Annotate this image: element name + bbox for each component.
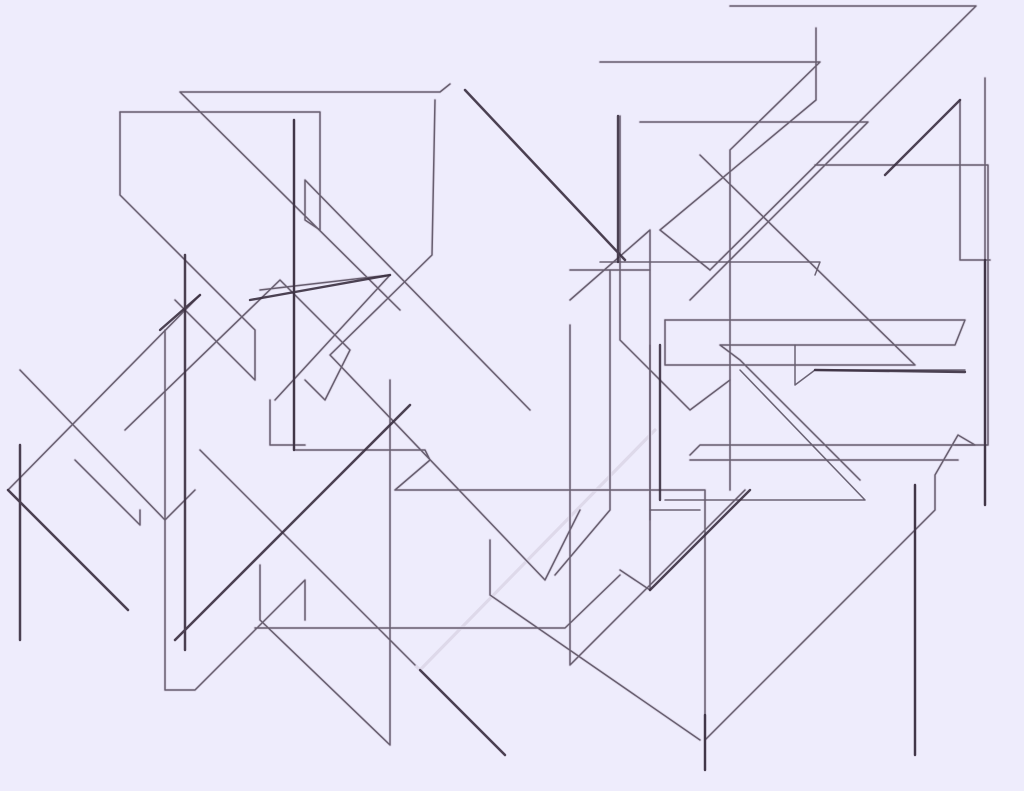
bold-strokes xyxy=(6,88,987,772)
